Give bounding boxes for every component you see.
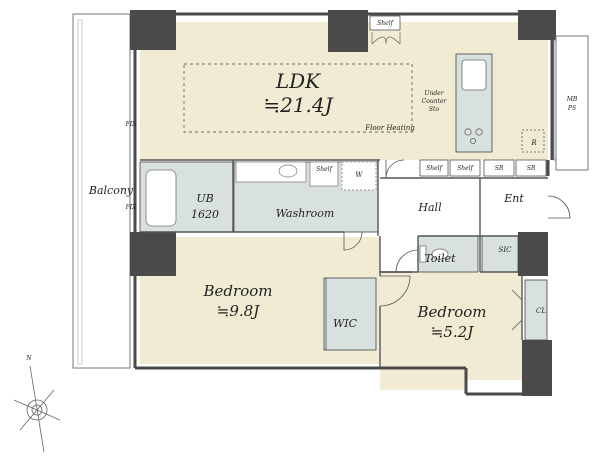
column-top-left xyxy=(130,10,176,50)
wic-label: WIC xyxy=(333,317,358,330)
shelf-hall2-label: Shelf xyxy=(457,165,474,172)
column-bottom-right xyxy=(522,340,552,396)
washroom-label: Washroom xyxy=(276,207,335,220)
bedroom2-label: Bedroom xyxy=(417,303,487,321)
under-counter-line2: Counter xyxy=(422,98,448,105)
floor-heating-label: Floor Heating xyxy=(364,124,415,132)
ub-label: UB xyxy=(196,192,213,205)
bathtub xyxy=(145,169,177,227)
ent-label: Ent xyxy=(503,192,524,205)
wall-lines xyxy=(133,12,554,396)
mb-label: MB xyxy=(566,96,578,103)
sb1-label: SB xyxy=(495,165,504,172)
sb2-box xyxy=(515,159,547,177)
compass-north-label: N xyxy=(25,355,32,362)
ub-size-label: 1620 xyxy=(191,208,219,221)
hall-shelf1-box xyxy=(419,159,449,177)
compass-rose xyxy=(13,365,61,453)
ps-label: PS xyxy=(567,105,576,112)
kitchen-sink xyxy=(461,59,487,91)
cl-label: CL xyxy=(536,307,546,315)
ldk-area-label: ≒21.4J xyxy=(263,93,333,117)
shelf-top-box xyxy=(369,15,401,31)
partitions xyxy=(140,159,548,368)
sic-area xyxy=(481,235,519,273)
under-counter-line1: Under xyxy=(424,90,444,97)
ent-floor xyxy=(480,178,525,236)
door-swings xyxy=(325,159,571,350)
shelf-hall1-label: Shelf xyxy=(426,165,443,172)
washroom-shelf-box xyxy=(309,161,339,187)
balcony-label: Balcony xyxy=(88,184,134,197)
column-top-middle xyxy=(328,10,368,52)
vanity-counter xyxy=(235,161,307,183)
washer-label: W xyxy=(355,171,363,179)
hall-label: Hall xyxy=(417,201,442,214)
bedroom1-label: Bedroom xyxy=(203,282,273,300)
bedroom2-floor xyxy=(380,272,522,390)
bedroom1-area-label: ≒9.8J xyxy=(217,302,260,320)
sb1-box xyxy=(483,159,515,177)
balcony-inner-rail xyxy=(77,19,83,365)
floor-heating-region xyxy=(183,63,413,133)
fix-label-upper: FIX xyxy=(125,121,138,128)
mb-ps-box xyxy=(555,35,589,171)
toilet-bowl xyxy=(431,248,449,260)
column-top-right xyxy=(518,10,556,40)
toilet-label: Toilet xyxy=(424,252,456,265)
sic-label: SIC xyxy=(499,246,513,254)
fix-label-lower: FIX xyxy=(125,204,138,211)
vanity-basin xyxy=(278,164,298,178)
refrigerator-box xyxy=(521,129,545,153)
under-counter-line3: Sto xyxy=(429,106,440,113)
toilet-tank xyxy=(419,245,427,263)
column-mid-left xyxy=(130,232,176,276)
ldk-label: LDK xyxy=(275,69,321,93)
shelf-top-doors xyxy=(371,32,401,45)
hall-shelf2-box xyxy=(449,159,481,177)
shelf-wash-label: Shelf xyxy=(316,166,333,173)
balcony-area xyxy=(72,13,131,369)
refrigerator-label: R xyxy=(530,139,537,147)
shelf-top-label: Shelf xyxy=(377,20,394,27)
kitchen-stove xyxy=(464,128,483,144)
washer-box xyxy=(341,161,377,191)
wic-area xyxy=(323,277,377,351)
bedroom2-area-label: ≒5.2J xyxy=(431,323,474,341)
column-mid-right xyxy=(518,232,548,276)
sb2-label: SB xyxy=(527,165,536,172)
